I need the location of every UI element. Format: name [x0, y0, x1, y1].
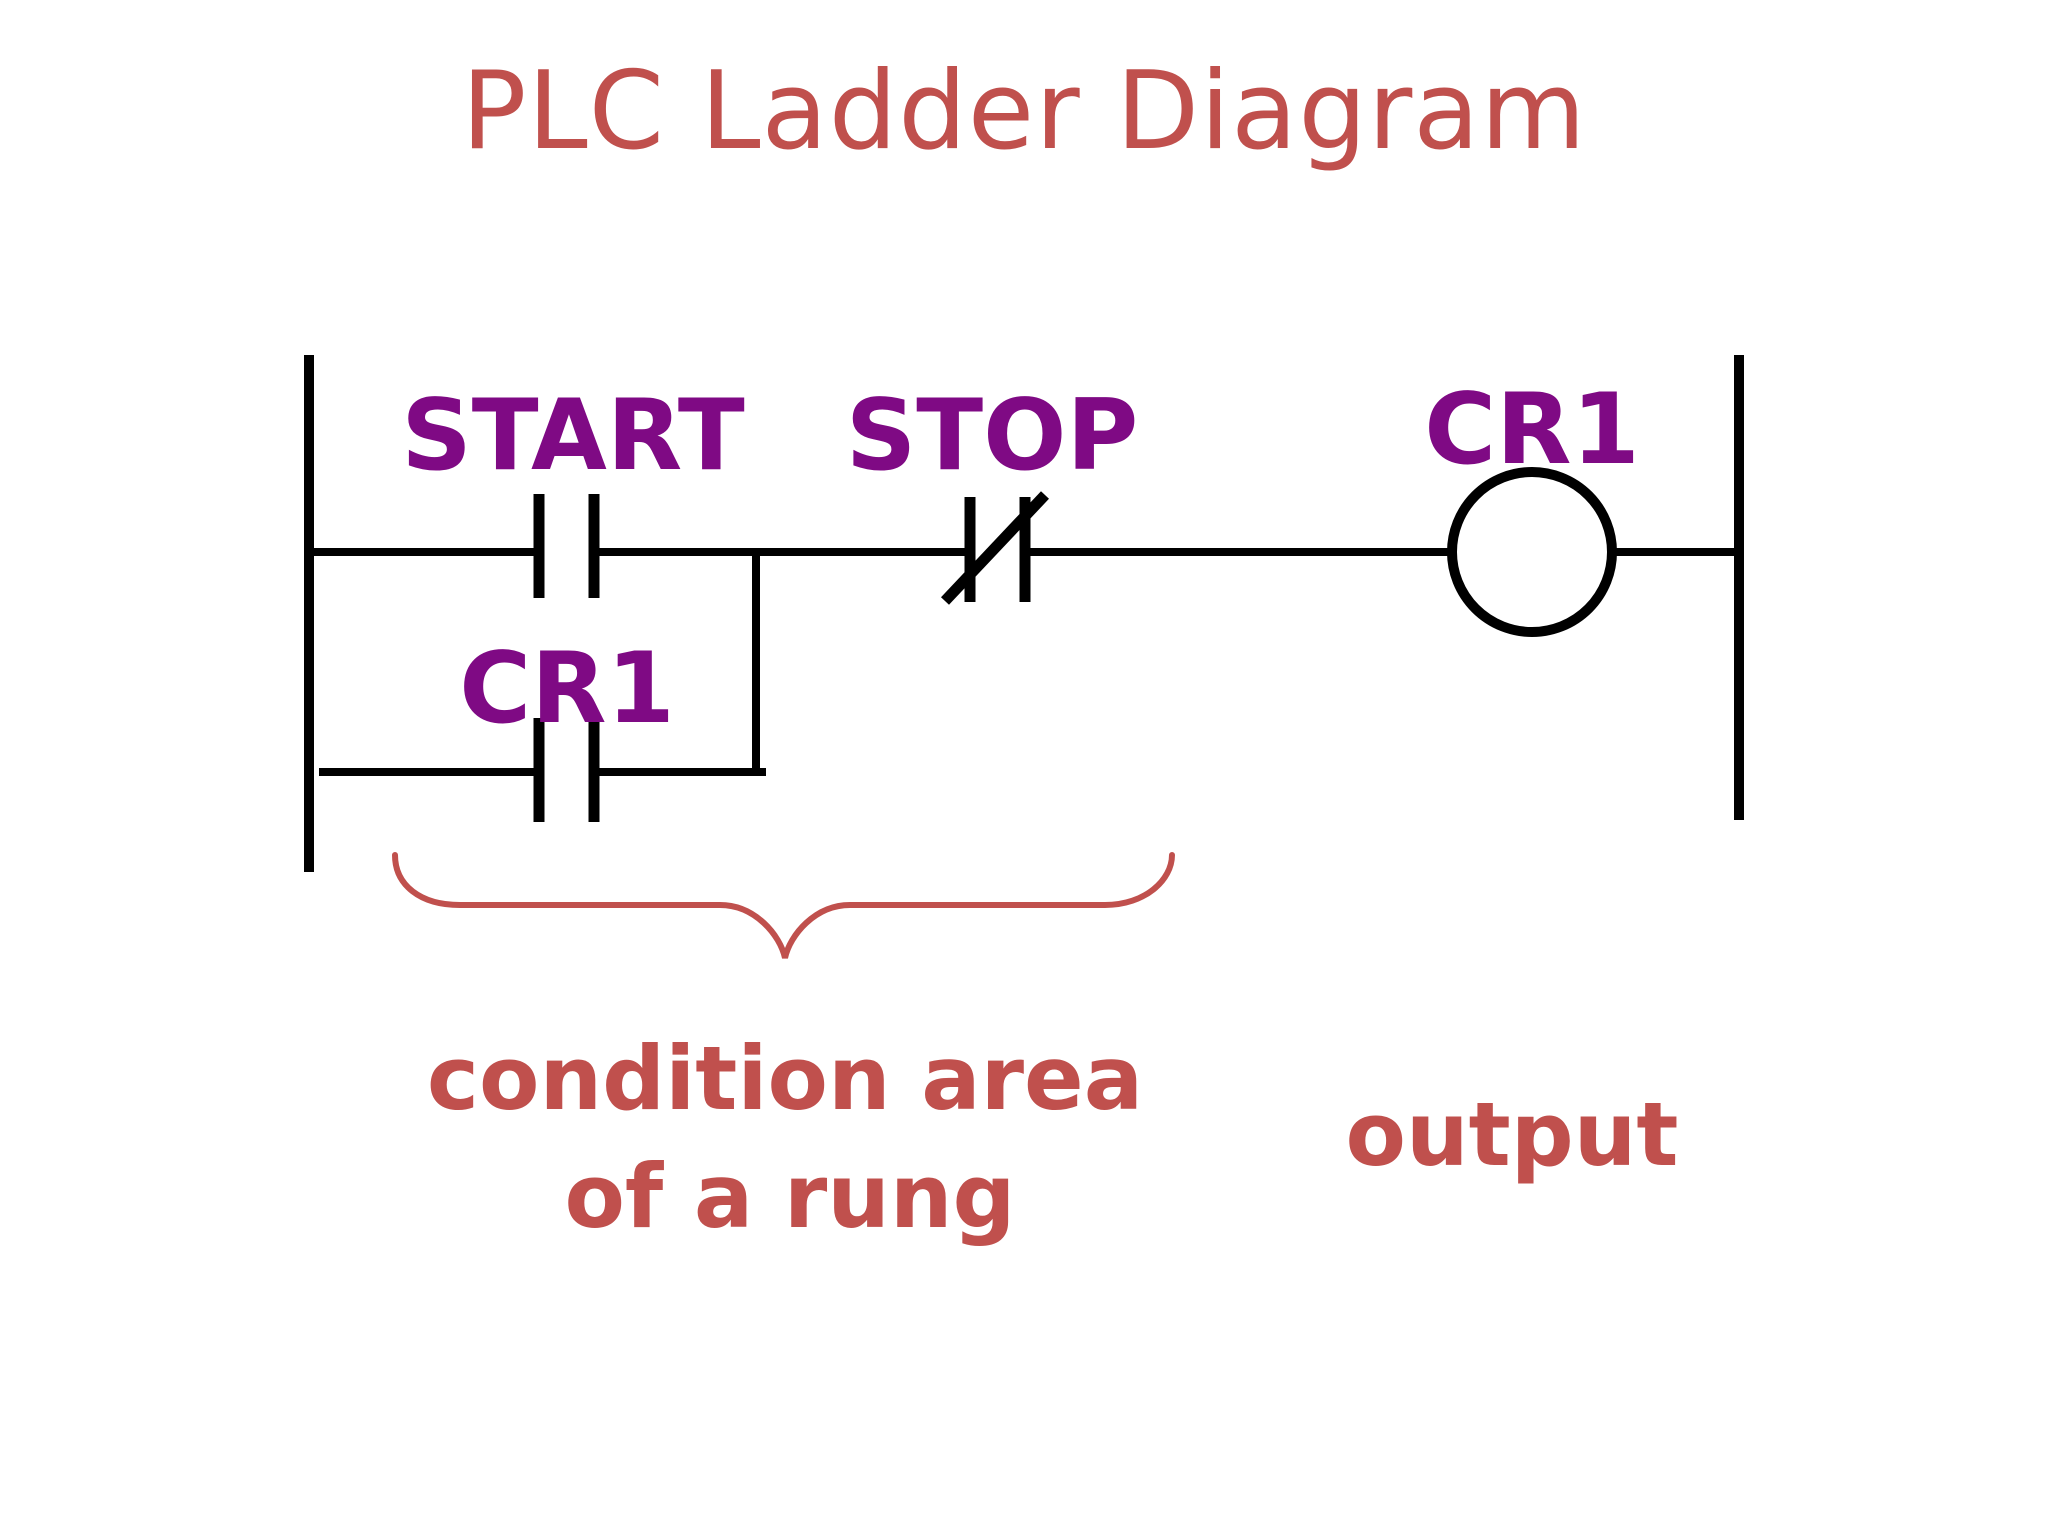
condition-area-label-line1: condition area: [427, 1027, 1143, 1130]
cr1-seal-in-contact-symbol: [533, 718, 600, 822]
stop-contact-label: STOP: [846, 379, 1139, 493]
condition-area-label-line2: of a rung: [564, 1145, 1015, 1248]
branch-wires: [319, 552, 766, 776]
output-coil-label: CR1: [1424, 373, 1640, 487]
condition-area-brace: [392, 852, 1175, 959]
stop-contact-symbol: [940, 491, 1050, 605]
seal-in-contact-label: CR1: [459, 632, 675, 746]
start-contact-label: START: [401, 379, 745, 493]
output-label: output: [1346, 1083, 1679, 1186]
diagram-title: PLC Ladder Diagram: [461, 49, 1587, 174]
cr1-output-coil: [1447, 467, 1617, 637]
start-contact-symbol: [533, 494, 600, 598]
